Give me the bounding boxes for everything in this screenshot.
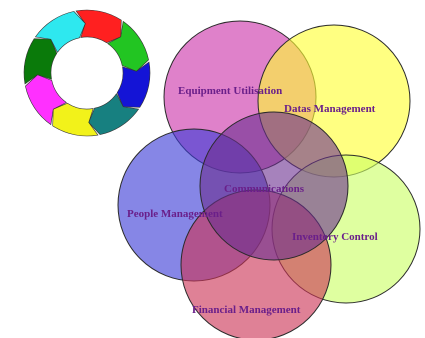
- cycle-arrow-segment: [25, 74, 67, 126]
- cycle-arrow-segment: [34, 11, 86, 53]
- label-people-management: People Management: [127, 208, 223, 220]
- label-communications: Communications: [224, 183, 305, 195]
- cycle-arrow-segment: [52, 102, 99, 137]
- venn-labels: Equipment Utilisation Datas Management C…: [127, 85, 378, 316]
- cycle-arrow-segment: [23, 38, 58, 85]
- label-financial-management: Financial Management: [192, 304, 301, 316]
- label-equipment-utilisation: Equipment Utilisation: [178, 85, 282, 97]
- label-inventory-control: Inventory Control: [292, 231, 378, 243]
- cycle-arrow-segment: [107, 20, 149, 72]
- venn-diagram: [117, 20, 421, 338]
- cycle-arrows-icon: [23, 9, 151, 137]
- label-datas-management: Datas Management: [284, 103, 376, 115]
- circle-communications: [199, 111, 349, 261]
- cycle-arrow-segment: [88, 93, 140, 135]
- cycle-arrow-segment: [75, 9, 122, 44]
- cycle-arrow-segment: [116, 61, 151, 108]
